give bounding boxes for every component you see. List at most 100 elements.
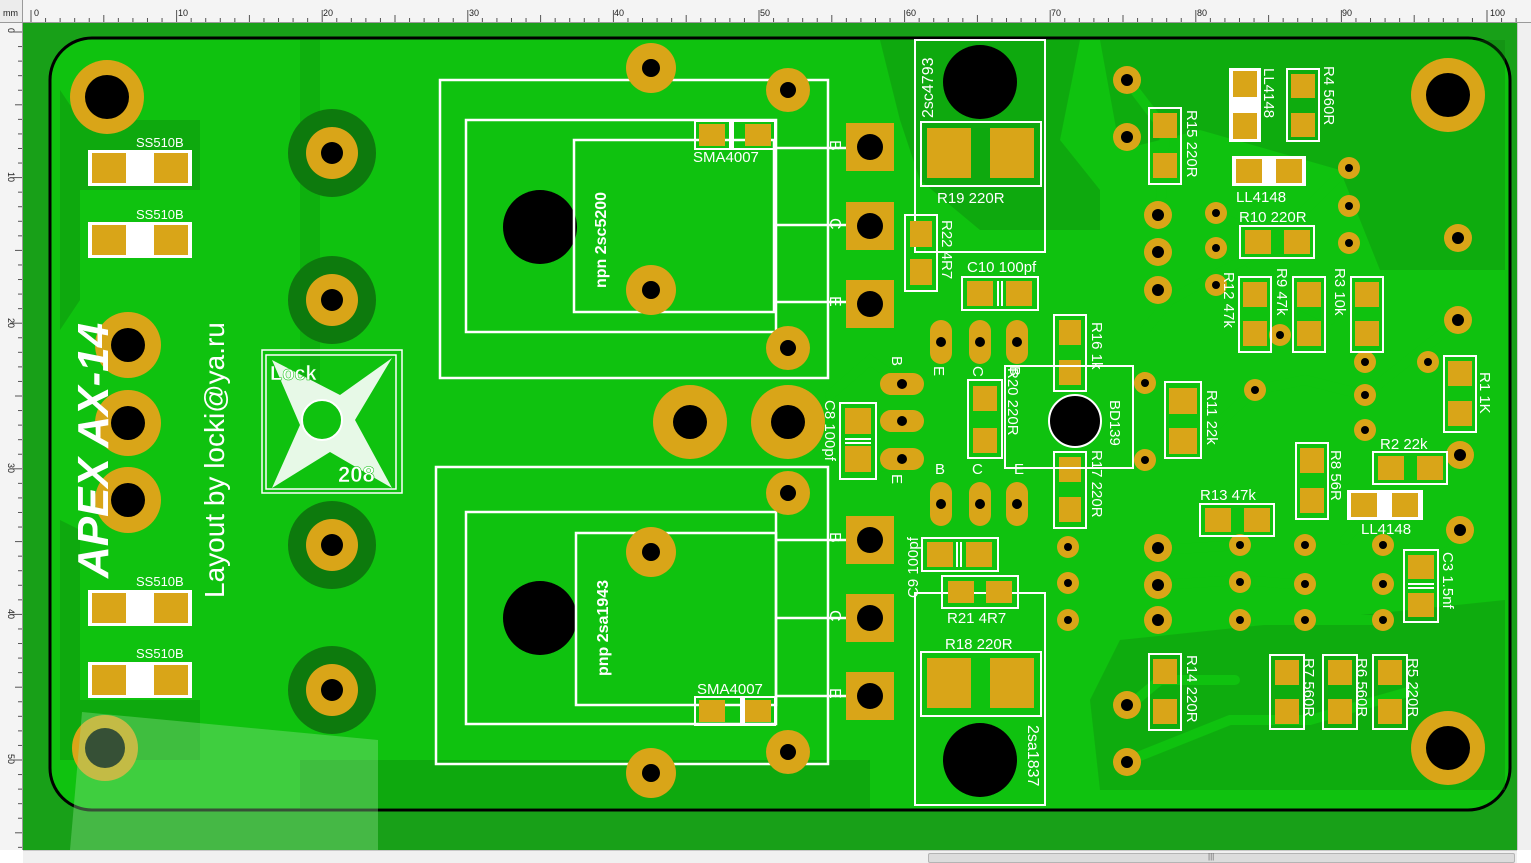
ruler-tick: 90	[1342, 8, 1353, 18]
r20-label: R20 220R	[1004, 368, 1021, 436]
svg-text:R2 22k: R2 22k	[1380, 436, 1428, 453]
ss510b-label: SS510B	[136, 207, 184, 222]
logo-text-bottom: 208	[338, 462, 375, 487]
pcb-canvas[interactable]: SS510B SS510B SS510B SS510B APEX AX-14 L…	[23, 23, 1517, 850]
npn-label: npn 2sc5200	[593, 192, 610, 288]
horizontal-scrollbar[interactable]: |||	[23, 850, 1517, 863]
r17-label: R17 220R	[1088, 450, 1105, 518]
svg-text:R9 47k: R9 47k	[1273, 268, 1290, 316]
pad-hole	[1276, 331, 1284, 339]
pad-hole	[1345, 164, 1353, 172]
vertical-scrollbar[interactable]	[1517, 23, 1531, 850]
pad-hole	[1212, 281, 1220, 289]
r16-label: R16 1k	[1088, 322, 1105, 370]
ruler-tick: 70	[1051, 8, 1062, 18]
svg-text:E: E	[826, 688, 843, 699]
pad-hole	[1301, 616, 1309, 624]
c10-label: C10 100pf	[967, 259, 1037, 276]
sma4007-diodes	[694, 120, 776, 726]
pad-hole	[1152, 209, 1164, 221]
board-title: APEX AX-14	[69, 323, 118, 579]
heatsink-holes	[503, 45, 1017, 797]
svg-text:E: E	[888, 474, 905, 484]
svg-text:R1 1K: R1 1K	[1476, 372, 1493, 414]
ruler-tick: 10	[178, 8, 189, 18]
pad-hole	[1121, 699, 1133, 711]
ruler-tick: 0	[34, 8, 40, 18]
r22-r21	[904, 214, 1019, 609]
ruler-unit: mm	[3, 8, 18, 18]
board-author: Layout by locki@ya.ru	[199, 322, 230, 598]
driver-pin-letters: E C B B E B C E	[888, 356, 1024, 484]
lock-logo: Lock 208	[261, 349, 403, 494]
pad-hole	[1361, 358, 1369, 366]
pad-hole	[1212, 209, 1220, 217]
transistor-pads	[626, 43, 894, 798]
svg-text:R10 220R: R10 220R	[1239, 209, 1307, 226]
output-pads	[653, 385, 825, 459]
pad-hole	[1301, 580, 1309, 588]
right-part-labels: R15 220R LL4148 R4 560R LL4148 R10 220R …	[1183, 66, 1493, 723]
horizontal-ruler[interactable]: 0 10 20 30 40 50 60 70 80 90 100	[0, 0, 1531, 23]
pad-hole	[1121, 74, 1133, 86]
ruler-corner: mm	[0, 0, 23, 23]
pad-hole	[1064, 616, 1072, 624]
scroll-grip-icon: |||	[1208, 852, 1215, 861]
transistor-labels: npn 2sc5200 pnp 2sa1943	[593, 192, 612, 676]
svg-text:R13 47k: R13 47k	[1200, 487, 1256, 504]
thermal-pads	[288, 109, 376, 734]
logo-text-top: Lock	[270, 363, 318, 385]
right-smd-parts	[1148, 68, 1477, 731]
pad-hole	[1236, 616, 1244, 624]
r18-label: R18 220R	[945, 636, 1013, 653]
svg-text:R3 10k: R3 10k	[1331, 268, 1348, 316]
ss510b-label: SS510B	[136, 135, 184, 150]
pad-hole	[1345, 202, 1353, 210]
vertical-ruler[interactable]: 0 10 20 30 40 50	[0, 22, 23, 850]
ruler-tick: 50	[760, 8, 771, 18]
r19-label: R19 220R	[937, 190, 1005, 207]
r22-label: R22 4R7	[938, 220, 955, 279]
pad-hole	[1361, 391, 1369, 399]
bd139-label: BD139	[1106, 400, 1123, 446]
svg-text:C: C	[972, 461, 983, 478]
pad-hole	[1454, 449, 1466, 461]
ruler-tick: 100	[1490, 8, 1506, 18]
pad-hole	[1424, 358, 1432, 366]
ruler-tick: 80	[1197, 8, 1208, 18]
svg-text:R7 560R: R7 560R	[1300, 658, 1317, 717]
svg-text:B: B	[826, 140, 843, 151]
svg-text:C: C	[969, 366, 986, 377]
svg-text:R6 560R: R6 560R	[1353, 658, 1370, 717]
driver-transistor-outlines	[914, 39, 1046, 806]
c8-label: C8 100pf	[821, 400, 838, 462]
ss510b-diodes	[88, 150, 192, 698]
sma4007-label: SMA4007	[697, 681, 763, 698]
c9-label: C9 100pf	[905, 536, 922, 598]
pad-hole	[1141, 456, 1149, 464]
r21-label: R21 4R7	[947, 610, 1006, 627]
svg-text:C: C	[826, 218, 843, 230]
pad-hole	[1379, 580, 1387, 588]
tr-2sc4793-label: 2sc4793	[920, 57, 937, 118]
svg-text:R12 47k: R12 47k	[1220, 272, 1237, 328]
pnp-label: pnp 2sa1943	[595, 580, 612, 676]
sma4007-label: SMA4007	[693, 149, 759, 166]
pad-hole	[1121, 131, 1133, 143]
pin-letters: B C E B C E	[826, 140, 843, 699]
pad-hole	[1152, 579, 1164, 591]
pad-hole	[1141, 379, 1149, 387]
svg-text:B: B	[1006, 366, 1023, 376]
ruler-tick: 20	[323, 8, 334, 18]
svg-text:R4 560R: R4 560R	[1320, 66, 1337, 125]
pad-hole	[1345, 239, 1353, 247]
ss510b-labels: SS510B SS510B SS510B SS510B	[136, 135, 184, 661]
pad-hole	[1152, 542, 1164, 554]
pad-hole	[1454, 524, 1466, 536]
svg-text:R15 220R: R15 220R	[1183, 110, 1200, 178]
pad-hole	[1301, 541, 1309, 549]
svg-text:R14 220R: R14 220R	[1183, 655, 1200, 723]
svg-text:LL4148: LL4148	[1236, 189, 1286, 206]
ss510b-label: SS510B	[136, 646, 184, 661]
pad-hole	[1064, 543, 1072, 551]
